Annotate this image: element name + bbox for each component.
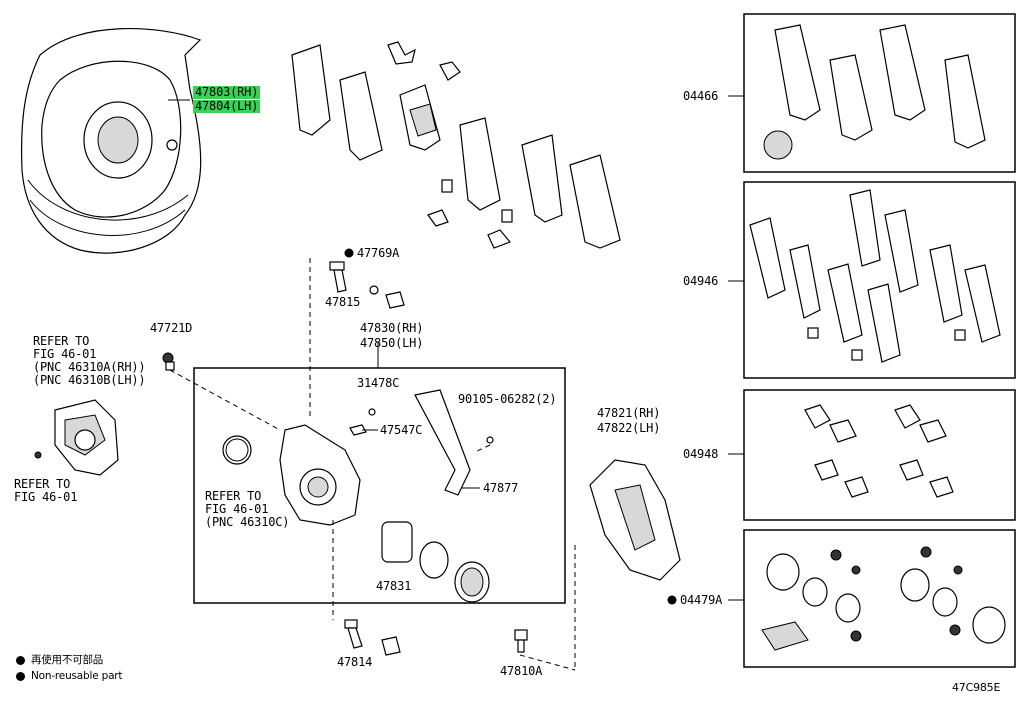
mounting-bolt-drawing[interactable]: [514, 629, 528, 653]
lining-drawing[interactable]: [414, 389, 471, 496]
nonreuse-marker-47769a: [344, 248, 354, 258]
part-label-47769a[interactable]: 47769A: [357, 246, 400, 260]
part-label-47721d[interactable]: 47721D: [150, 321, 193, 335]
part-label-90105[interactable]: 90105-06282(2): [458, 392, 557, 406]
refer-line: (PNC 46310B(LH)): [33, 373, 146, 387]
part-label-47821[interactable]: 47821(RH): [597, 406, 661, 420]
kit-label-04946[interactable]: 04946: [683, 274, 719, 288]
caliper-body-drawing[interactable]: [222, 424, 361, 526]
pad-kit-1-box: [743, 13, 1016, 173]
pad-kit-2-box: [743, 181, 1016, 379]
kit-label-04479a[interactable]: 04479A: [680, 593, 723, 607]
legend-row-en: Non-reusable part: [16, 670, 123, 683]
caliper-assembly-box: [193, 367, 566, 604]
refer-line: FIG 46-01: [205, 502, 269, 516]
pad-kit-1-drawing[interactable]: [763, 24, 986, 160]
part-label-47831[interactable]: 47831: [376, 579, 412, 593]
part-label-47877[interactable]: 47877: [483, 481, 519, 495]
assembly-guide-lines: [169, 258, 576, 671]
caliper-mounting-drawing[interactable]: [589, 459, 681, 581]
part-label-47830[interactable]: 47830(RH): [360, 321, 424, 335]
refer-line: REFER TO: [14, 477, 71, 491]
guide-pin-upper-drawing[interactable]: [329, 261, 405, 309]
part-label-47804[interactable]: 47804(LH): [193, 99, 261, 113]
caliper-assembly-left-drawing[interactable]: [34, 399, 119, 476]
refer-line: REFER TO: [205, 489, 262, 503]
guide-pin-lower-drawing[interactable]: [344, 619, 401, 656]
figure-code: 47C985E: [952, 681, 1001, 694]
nonreuse-dot-icon: [16, 671, 25, 681]
cylinder-kit-drawing[interactable]: [761, 546, 1006, 651]
fitting-kit-drawing[interactable]: [804, 404, 954, 498]
kit-label-04466[interactable]: 04466: [683, 89, 719, 103]
pad-kit-2-drawing[interactable]: [749, 189, 1001, 363]
fitting-kit-box: [743, 389, 1016, 521]
legend-en-text: Non-reusable part: [31, 670, 123, 682]
refer-line: (PNC 46310A(RH)): [33, 360, 146, 374]
refer-line: FIG 46-01: [33, 347, 97, 361]
nonreuse-marker-04479a: [667, 595, 677, 605]
leader-lines: [362, 95, 744, 601]
part-label-47815[interactable]: 47815: [325, 295, 361, 309]
nonreuse-dot-icon: [16, 655, 25, 665]
refer-line: (PNC 46310C): [205, 515, 290, 529]
legend-row-jp: 再使用不可部品: [16, 654, 103, 667]
part-label-47850[interactable]: 47850(LH): [360, 336, 424, 350]
part-label-47803[interactable]: 47803(RH): [193, 85, 261, 99]
dust-shield-drawing[interactable]: [21, 27, 202, 254]
refer-line: REFER TO: [33, 334, 90, 348]
part-label-47822[interactable]: 47822(LH): [597, 421, 661, 435]
part-label-47547c[interactable]: 47547C: [380, 423, 423, 437]
part-label-31478c[interactable]: 31478C: [357, 376, 400, 390]
refer-line: FIG 46-01: [14, 490, 78, 504]
legend-jp-text: 再使用不可部品: [31, 654, 104, 666]
kit-label-04948[interactable]: 04948: [683, 447, 719, 461]
plug-drawing[interactable]: [162, 352, 175, 371]
cylinder-kit-box: [743, 529, 1016, 668]
part-label-47814[interactable]: 47814: [337, 655, 373, 669]
piston-drawing[interactable]: [349, 408, 494, 603]
brake-pads-top-drawing[interactable]: [291, 41, 621, 249]
part-label-47810a[interactable]: 47810A: [500, 664, 543, 678]
